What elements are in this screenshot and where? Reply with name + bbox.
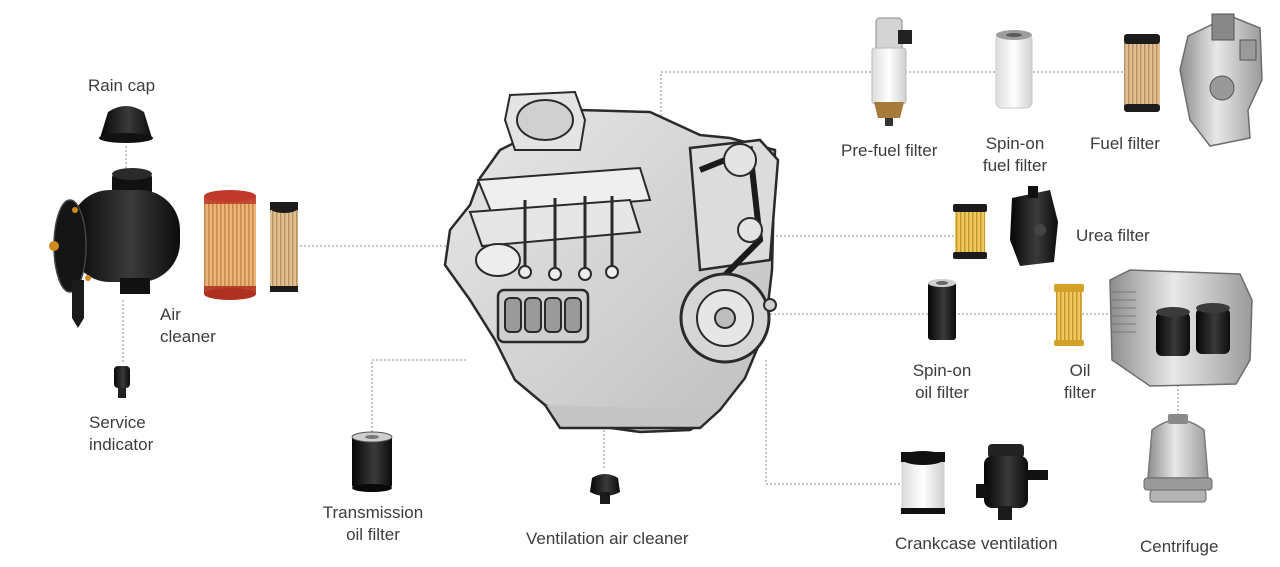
label-oil-filter-line1: Oil	[1069, 361, 1091, 380]
urea-filter-module-icon	[1010, 186, 1058, 266]
label-air-cleaner: Air cleaner	[160, 304, 216, 348]
label-centrifuge: Centrifuge	[1140, 537, 1219, 556]
label-spin-on-fuel-filter: Spin-on fuel filter	[975, 133, 1055, 177]
label-spin-on-fuel-filter-line1: Spin-on	[985, 134, 1045, 153]
spin-on-oil-filter-icon	[928, 279, 956, 340]
fuel-filter-element-icon	[1124, 34, 1160, 112]
label-spin-on-fuel-filter-line2: fuel filter	[982, 156, 1048, 175]
oil-filter-module-icon	[1109, 269, 1253, 387]
centrifuge-icon	[1143, 414, 1213, 503]
label-fuel-filter: Fuel filter	[1090, 134, 1160, 153]
air-cleaner-housing-icon	[49, 168, 180, 328]
connector-lines	[122, 71, 1179, 485]
label-oil-filter-line2: filter	[1063, 383, 1097, 402]
service-indicator-icon	[114, 366, 130, 398]
rain-cap-icon	[99, 106, 153, 143]
crankcase-ventilation-unit-icon	[976, 444, 1048, 520]
label-air-cleaner-line1: Air	[160, 305, 181, 324]
label-pre-fuel-filter: Pre-fuel filter	[841, 141, 938, 160]
transmission-oil-filter-icon	[351, 431, 393, 492]
label-service-indicator-line1: Service	[89, 413, 146, 432]
urea-filter-element-icon	[953, 204, 987, 259]
label-oil-filter: Oil filter	[1050, 360, 1110, 404]
label-transmission-oil-filter-line2: oil filter	[346, 525, 400, 544]
label-crankcase-ventilation: Crankcase ventilation	[895, 534, 1058, 553]
label-spin-on-oil-filter-line1: Spin-on	[912, 361, 972, 380]
label-service-indicator-line2: indicator	[89, 435, 154, 454]
crankcase-element-icon	[901, 451, 945, 514]
label-air-cleaner-line2: cleaner	[160, 327, 216, 346]
ventilation-air-cleaner-icon	[590, 474, 620, 504]
spin-on-fuel-filter-icon	[995, 30, 1033, 109]
label-ventilation-air-cleaner: Ventilation air cleaner	[526, 529, 689, 548]
label-spin-on-oil-filter-line2: oil filter	[915, 383, 969, 402]
pre-fuel-filter-icon	[871, 17, 912, 126]
safety-element-icon	[270, 202, 298, 292]
label-urea-filter: Urea filter	[1076, 226, 1150, 245]
air-cleaner-element-icon	[204, 190, 256, 300]
engine-icon	[443, 90, 780, 434]
label-spin-on-oil-filter: Spin-on oil filter	[902, 360, 982, 404]
label-rain-cap: Rain cap	[88, 76, 156, 95]
label-transmission-oil-filter-line1: Transmission	[322, 503, 424, 522]
label-service-indicator: Service indicator	[89, 412, 153, 456]
label-transmission-oil-filter: Transmission oil filter	[318, 502, 428, 546]
oil-filter-element-icon	[1054, 284, 1084, 346]
fuel-filter-module-icon	[1179, 13, 1263, 147]
